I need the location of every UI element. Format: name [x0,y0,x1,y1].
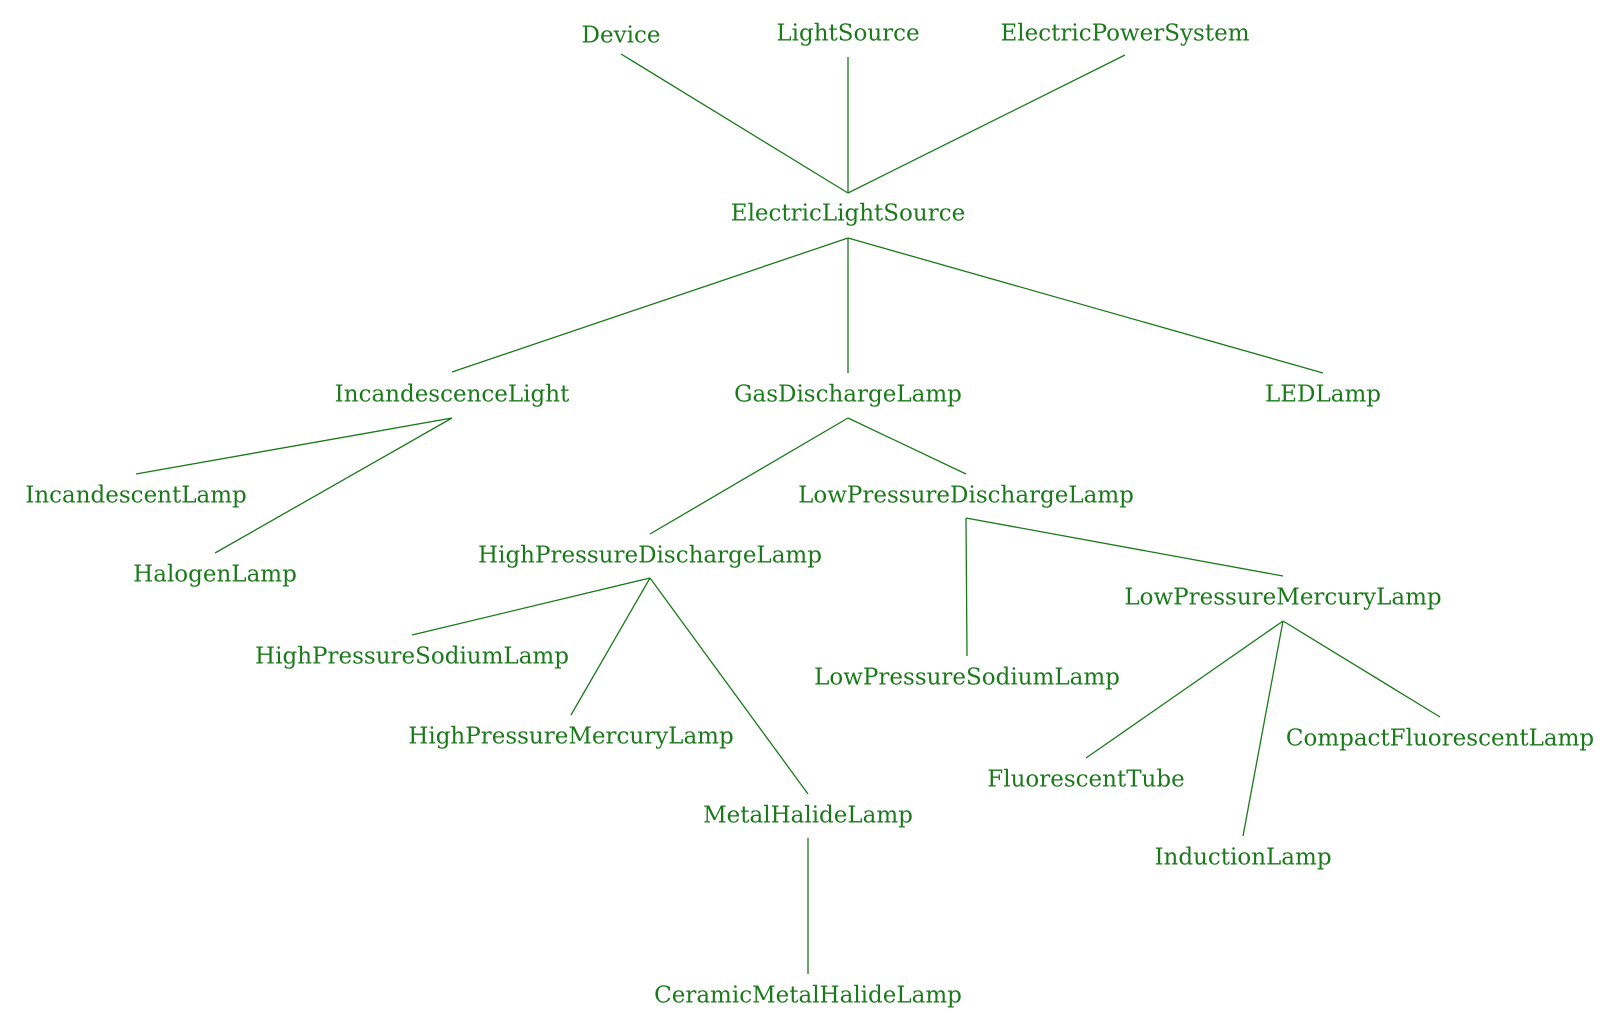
edge-gas-discharge-lamp-to-low-pressure-discharge-lamp [847,417,967,475]
edge-incandescence-light-to-halogen-lamp [214,417,453,554]
edge-electric-light-source-to-led-lamp [847,237,1324,374]
node-high-pressure-mercury-lamp: HighPressureMercuryLamp [408,723,734,750]
node-incandescent-lamp: IncandescentLamp [25,482,247,509]
node-device: Device [581,22,661,49]
node-high-pressure-discharge-lamp: HighPressureDischargeLamp [478,542,822,569]
node-ceramic-metal-halide-lamp: CeramicMetalHalideLamp [654,982,962,1009]
node-induction-lamp: InductionLamp [1154,844,1332,871]
node-light-source: LightSource [776,20,920,47]
node-metal-halide-lamp: MetalHalideLamp [703,802,913,829]
edge-high-pressure-discharge-lamp-to-high-pressure-sodium-lamp [411,577,651,636]
edge-low-pressure-mercury-lamp-to-induction-lamp [1242,620,1284,837]
node-low-pressure-mercury-lamp: LowPressureMercuryLamp [1124,584,1442,611]
edge-low-pressure-mercury-lamp-to-fluorescent-tube [1085,620,1284,759]
node-fluorescent-tube: FluorescentTube [987,766,1185,793]
node-electric-power-system: ElectricPowerSystem [1000,20,1250,47]
edge-electric-light-source-to-incandescence-light [451,237,849,373]
node-incandescence-light: IncandescenceLight [334,381,570,408]
edge-incandescence-light-to-incandescent-lamp [135,417,453,475]
edge-device-to-electric-light-source [620,53,849,194]
edge-low-pressure-mercury-lamp-to-compact-fluorescent-lamp [1282,620,1441,718]
edge-low-pressure-discharge-lamp-to-low-pressure-mercury-lamp [965,517,1284,577]
edge-electric-power-system-to-electric-light-source [847,54,1126,194]
edge-low-pressure-discharge-lamp-to-low-pressure-sodium-lamp [965,517,968,657]
node-halogen-lamp: HalogenLamp [133,561,297,588]
node-high-pressure-sodium-lamp: HighPressureSodiumLamp [255,643,569,670]
node-low-pressure-sodium-lamp: LowPressureSodiumLamp [814,664,1120,691]
node-compact-fluorescent-lamp: CompactFluorescentLamp [1285,725,1595,752]
edge-high-pressure-discharge-lamp-to-metal-halide-lamp [649,577,809,795]
edge-gas-discharge-lamp-to-high-pressure-discharge-lamp [649,417,849,535]
node-gas-discharge-lamp: GasDischargeLamp [734,381,962,408]
node-low-pressure-discharge-lamp: LowPressureDischargeLamp [798,482,1134,509]
node-electric-light-source: ElectricLightSource [730,200,966,227]
node-led-lamp: LEDLamp [1264,381,1382,408]
edge-high-pressure-discharge-lamp-to-high-pressure-mercury-lamp [570,577,651,716]
